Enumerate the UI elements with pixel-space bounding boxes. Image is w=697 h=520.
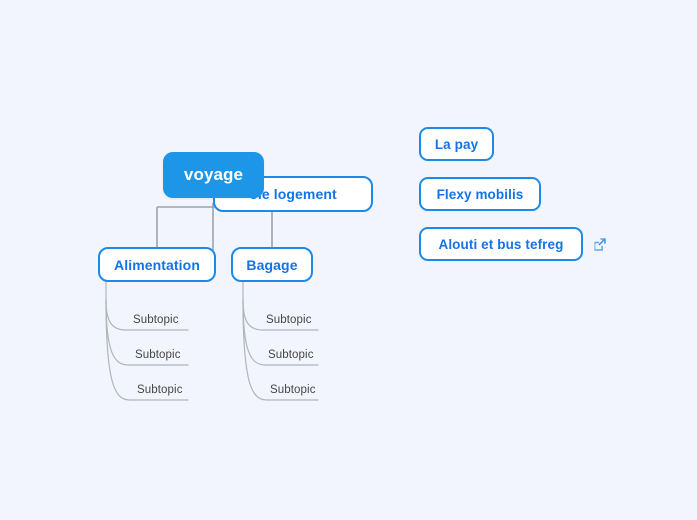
subtopic-label: Subtopic [135,349,181,361]
subtopic-label: Subtopic [268,349,314,361]
node-root-label: voyage [183,165,244,184]
connector-alimentation-subtopics [105,280,189,401]
node-floating-alouti-et-bus-tefreg[interactable]: Alouti et bus tefreg [419,227,583,261]
node-root-voyage[interactable]: voyage [163,152,264,198]
node-floating-la-pay[interactable]: La pay [419,127,494,161]
node-floating-la-pay-label: La pay [434,136,479,152]
subtopic-alimentation-3[interactable]: Subtopic [137,384,183,396]
subtopic-alimentation-1[interactable]: Subtopic [133,314,179,326]
node-ole-logement-label: ole logement [249,186,337,202]
node-floating-alouti-et-bus-tefreg-label: Alouti et bus tefreg [438,236,564,252]
node-floating-flexy-mobilis[interactable]: Flexy mobilis [419,177,541,211]
subtopic-label: Subtopic [137,384,183,396]
node-floating-flexy-mobilis-label: Flexy mobilis [436,186,524,202]
subtopic-label: Subtopic [133,314,179,326]
node-branch-bagage[interactable]: Bagage [231,247,313,282]
subtopic-alimentation-2[interactable]: Subtopic [135,349,181,361]
connector-bagage-subtopics [242,280,319,401]
external-link-icon[interactable] [591,236,607,252]
node-branch-alimentation[interactable]: Alimentation [98,247,216,282]
node-branch-bagage-label: Bagage [246,256,298,273]
node-branch-alimentation-label: Alimentation [114,256,200,273]
subtopic-label: Subtopic [266,314,312,326]
subtopic-bagage-3[interactable]: Subtopic [270,384,316,396]
subtopic-bagage-2[interactable]: Subtopic [268,349,314,361]
subtopic-label: Subtopic [270,384,316,396]
subtopic-bagage-1[interactable]: Subtopic [266,314,312,326]
